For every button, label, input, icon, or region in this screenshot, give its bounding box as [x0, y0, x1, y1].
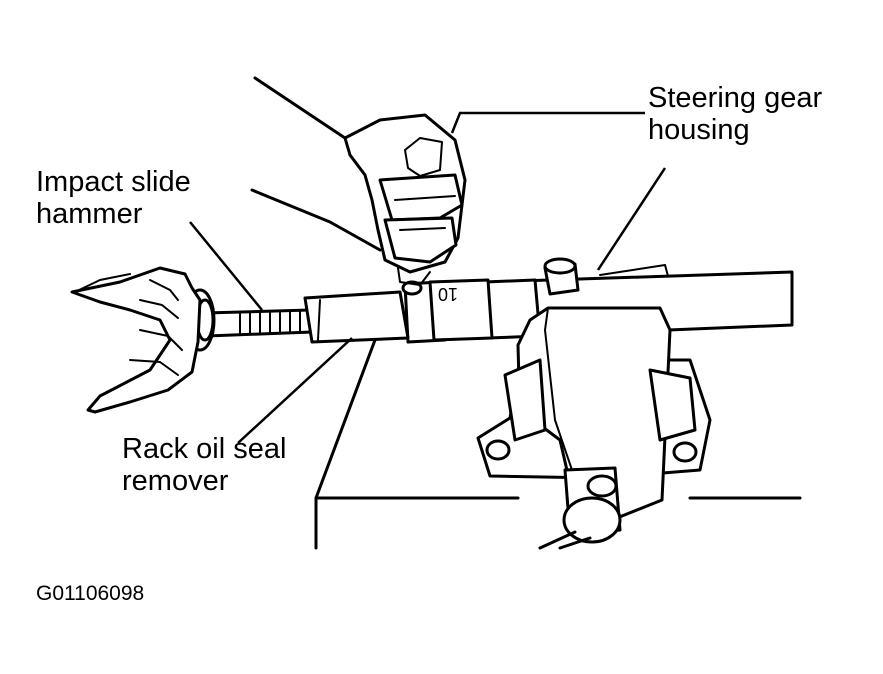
right-hand-fist: [250, 76, 467, 286]
left-hand: [70, 266, 202, 414]
bench-vise: [476, 306, 712, 550]
label-steering-gear-housing-line1: Steering gear: [648, 82, 823, 114]
label-rack-oil-seal-remover-line2: remover: [122, 465, 229, 497]
label-impact-slide-hammer-line1: Impact slide: [36, 166, 191, 198]
label-steering-gear-housing-line2: housing: [648, 114, 750, 146]
label-impact-slide-hammer-line2: hammer: [36, 198, 143, 230]
figure-code: G01106098: [36, 582, 145, 605]
leader-impact-slide-hammer: [189, 221, 263, 311]
workbench: [314, 338, 802, 550]
leader-rack-oil-seal-remover: [237, 337, 353, 444]
leader-steering-gear-top: [450, 111, 645, 134]
slide-hammer: [184, 280, 423, 352]
vise-bolt-left: [485, 439, 511, 461]
housing-mark: 10: [438, 284, 459, 304]
vise-bolt-right: [672, 441, 698, 463]
leader-lines: [189, 111, 667, 444]
leader-steering-gear-housing: [596, 167, 667, 271]
label-rack-oil-seal-remover-line1: Rack oil seal: [122, 433, 287, 465]
